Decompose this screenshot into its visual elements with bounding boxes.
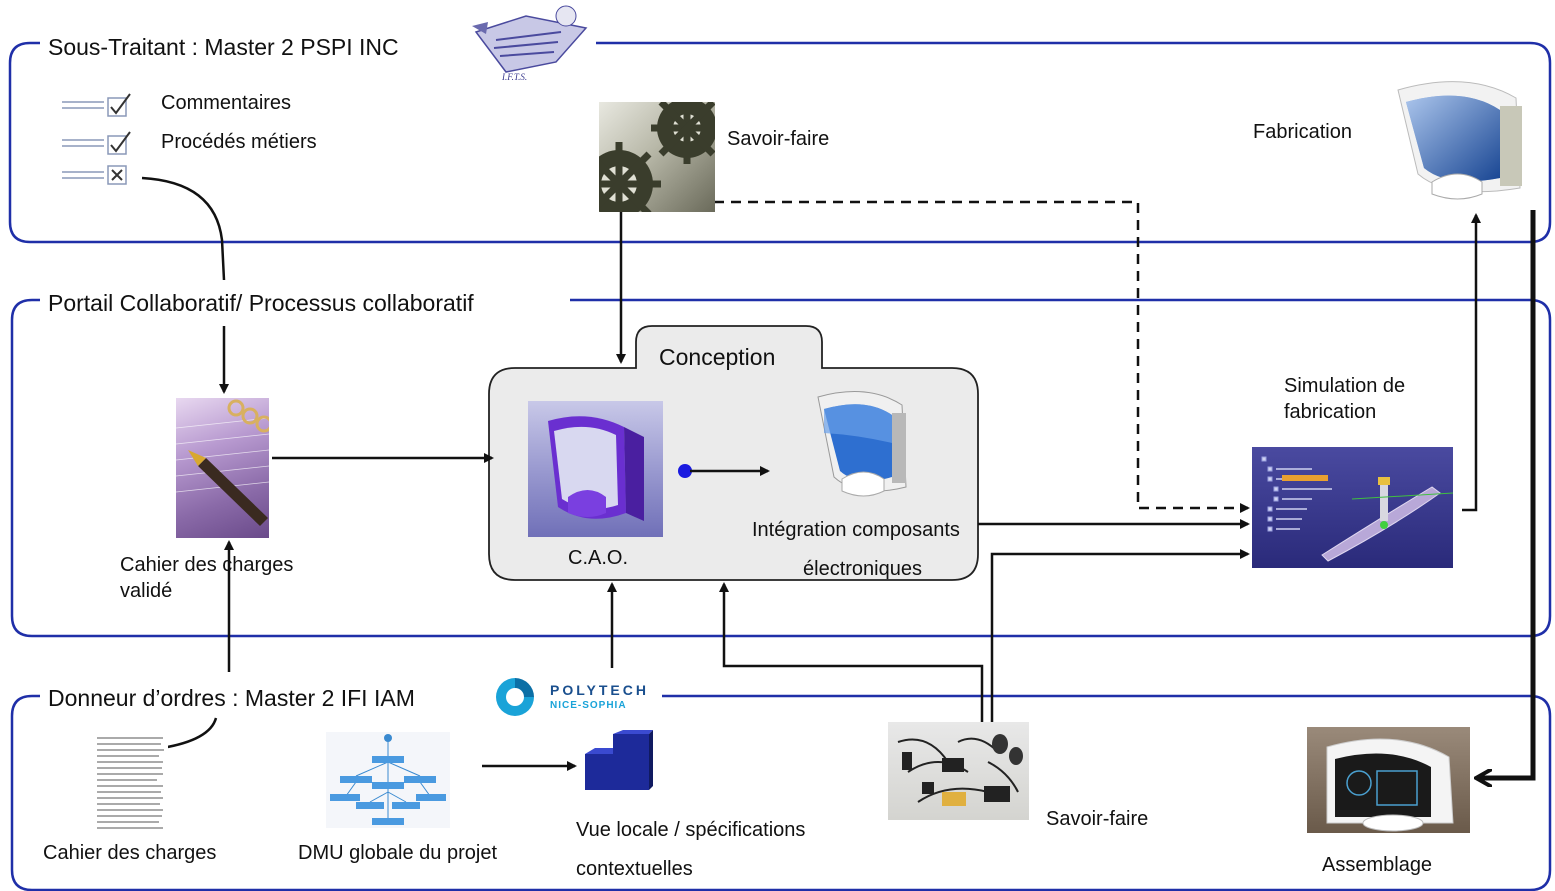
- label-dmu: DMU globale du projet: [298, 842, 497, 864]
- integration-device-image: [812, 383, 922, 505]
- polytech-logo-sub: NICE-SOPHIA: [550, 700, 627, 711]
- connector-savoirfaire-to-simulation-dashed: [680, 200, 1250, 513]
- cahier-document-image: [93, 732, 168, 837]
- label-cahier: Cahier des charges: [43, 842, 217, 864]
- section-title-sous-traitant: Sous-Traitant : Master 2 PSPI INC: [42, 34, 405, 61]
- cam-tree-icon: [1261, 456, 1453, 562]
- label-simulation: Simulation de fabrication: [1284, 375, 1406, 423]
- assembled-device-icon: [1326, 738, 1454, 832]
- gear-icon: [599, 102, 715, 212]
- checklist-item-commentaires: Commentaires: [161, 92, 292, 114]
- connector-electronics-to-integration: [719, 582, 984, 722]
- polytech-logo-main: POLYTECH: [550, 682, 649, 698]
- label-conception: Conception: [659, 344, 776, 370]
- cao-model-icon: [548, 416, 644, 521]
- vue-locale-cube-image: [583, 730, 653, 796]
- frame-portail: [10, 298, 1552, 638]
- label-integration-line1: Intégration composants: [752, 519, 960, 541]
- document-icon: [97, 737, 164, 829]
- label-savoir-faire-bottom: Savoir-faire: [1046, 808, 1149, 830]
- simulation-screenshot: [1252, 447, 1453, 568]
- frame-sous-traitant: [8, 41, 1552, 244]
- checkbox-checked-icon: [62, 93, 131, 117]
- dmu-image: [326, 732, 450, 828]
- connector-fabrication-to-assemblage: [1478, 210, 1536, 778]
- device-icon: [1397, 81, 1522, 200]
- polytech-logo: POLYTECH NICE-SOPHIA: [490, 670, 662, 724]
- device-icon: [817, 391, 907, 497]
- checklist: Commentaires Procédés métiers: [60, 92, 340, 192]
- cube-icon: [585, 730, 653, 790]
- pen-icon: [176, 399, 269, 526]
- connector-cahier-curve: [161, 717, 218, 750]
- connector-simulation-to-fabrication: [1462, 213, 1481, 512]
- cao-image: [528, 401, 663, 537]
- section-title-donneur: Donneur d’ordres : Master 2 IFI IAM: [42, 685, 421, 712]
- polytech-swirl-icon: [496, 678, 534, 716]
- frame-donneur: [10, 694, 1552, 891]
- label-vue-locale-line2: contextuelles: [576, 858, 693, 880]
- label-vue-locale-line1: Vue locale / spécifications: [576, 819, 806, 841]
- gears-image: [599, 102, 715, 212]
- checklist-item-procedes: Procédés métiers: [161, 131, 317, 153]
- connector-checklist-to-portal: [141, 176, 226, 281]
- label-cao: C.A.O.: [568, 547, 629, 569]
- label-integration-line2: électroniques: [803, 558, 922, 580]
- checkbox-crossed-icon: [62, 165, 127, 185]
- fabrication-device-image: [1388, 70, 1538, 210]
- electronics-icon: [897, 734, 1023, 806]
- ifts-logo-text: I.F.T.S.: [502, 72, 528, 82]
- dmu-flowchart-icon: [330, 734, 446, 825]
- assemblage-image: [1307, 727, 1470, 833]
- label-fabrication: Fabrication: [1253, 121, 1352, 143]
- ifts-logo: I.F.T.S.: [466, 2, 596, 86]
- section-title-portail: Portail Collaboratif/ Processus collabor…: [42, 290, 480, 317]
- electronics-image: [888, 722, 1029, 820]
- label-savoir-faire-top: Savoir-faire: [727, 128, 830, 150]
- cao-connector-dot: [678, 464, 692, 478]
- cahier-valide-image: [176, 398, 269, 538]
- connector-electronics-to-simulation: [990, 549, 1250, 722]
- label-cahier-valide: Cahier des charges validé: [120, 554, 294, 602]
- label-assemblage: Assemblage: [1322, 854, 1433, 876]
- checkbox-checked-icon: [62, 131, 131, 155]
